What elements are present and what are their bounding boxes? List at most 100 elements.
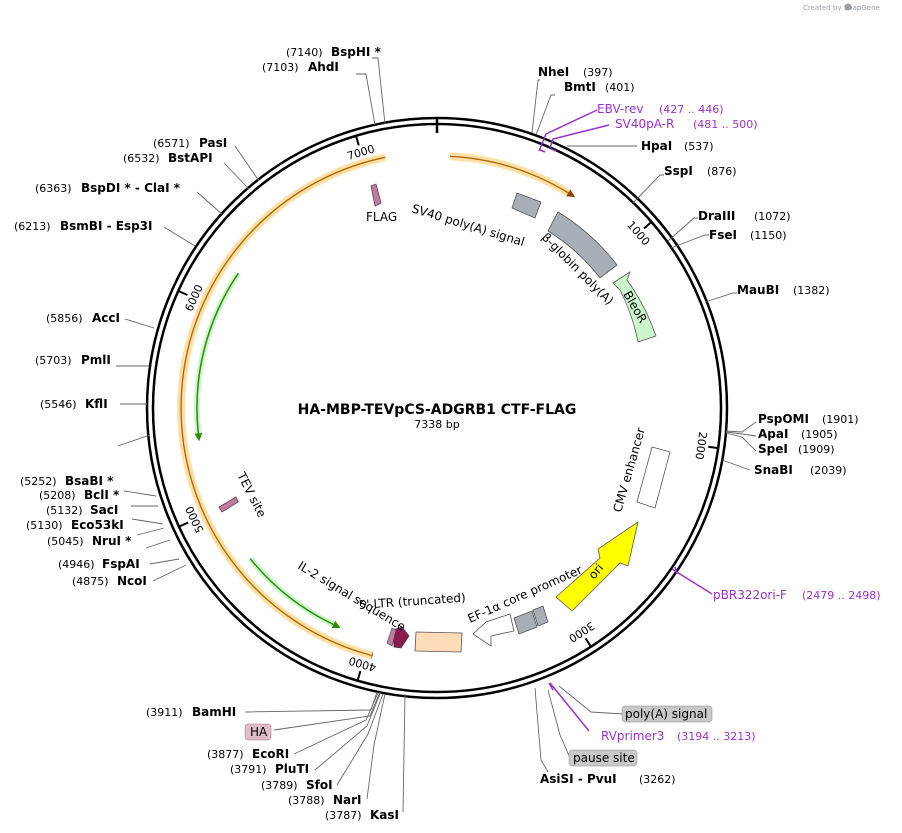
tick-label: 1000	[624, 219, 652, 249]
enzyme-pos: (2039)	[810, 464, 847, 477]
primer-name: RVprimer3	[601, 729, 664, 743]
enzyme-pos: (3877)	[207, 748, 244, 761]
primer-range: (427 .. 446)	[659, 103, 724, 116]
feature-ori	[555, 521, 639, 612]
enzyme-name: PmlI	[81, 353, 111, 367]
enzyme-pos: (4875)	[72, 575, 109, 588]
feature-bleor	[612, 271, 657, 343]
enzyme-name: SacI	[90, 503, 118, 517]
enzyme-name: AhdI	[308, 60, 339, 74]
snapgene-logo-icon	[844, 3, 852, 11]
enzyme-name: BstAPI	[168, 151, 213, 165]
primer-range: (3194 .. 3213)	[677, 730, 756, 743]
enzyme-name: BsaBI *	[65, 474, 114, 488]
enzyme-pos: (1909)	[798, 443, 835, 456]
orf-green-bottom	[247, 556, 341, 629]
enzyme-pos: (397)	[583, 66, 613, 79]
primer-name: SV40pA-R	[615, 117, 674, 131]
enzyme-name: PluTI	[275, 762, 309, 776]
enzyme-name: SnaBI	[754, 463, 793, 477]
enzyme-pos: (537)	[684, 140, 714, 153]
enzyme-name: SfoI	[306, 778, 333, 792]
enzyme-name: AsiSI - PvuI	[540, 772, 617, 786]
enzyme-name: AccI	[92, 311, 120, 325]
feature-tev-site	[218, 496, 239, 513]
enzyme-name: FseI	[709, 228, 737, 242]
enzyme-name: NheI	[538, 65, 569, 79]
feature-label-tev-site: TEV site	[234, 469, 269, 520]
enzyme-pos: (3262)	[639, 773, 676, 786]
feature-flag	[370, 183, 382, 207]
feature-5ltr	[414, 631, 463, 653]
box-label-poly-a-signal: poly(A) signal	[621, 705, 713, 723]
enzyme-pos: (5703)	[35, 354, 72, 367]
enzyme-pos: (7103)	[262, 61, 299, 74]
tick-mark	[178, 521, 189, 528]
enzyme-name: BspDI * - ClaI *	[81, 181, 181, 195]
feature-label-bleor: BleoR	[620, 289, 649, 326]
enzyme-pos: (3791)	[230, 763, 267, 776]
tick-label: 2000	[692, 431, 709, 461]
enzyme-pos: (5045)	[47, 535, 84, 548]
enzyme-pos: (1150)	[750, 229, 787, 242]
tick-mark	[708, 445, 719, 450]
enzyme-pos: (6571)	[153, 137, 190, 150]
svg-text:pause site: pause site	[573, 751, 635, 765]
svg-text:HA: HA	[250, 725, 268, 739]
leader-lines	[116, 57, 757, 813]
svg-text:poly(A) signal: poly(A) signal	[625, 707, 707, 721]
enzyme-pos: (5546)	[40, 398, 77, 411]
enzyme-pos: (3788)	[288, 794, 325, 807]
enzyme-name: DraIII	[698, 209, 735, 223]
primer-range: (481 .. 500)	[693, 118, 758, 131]
feature-cmv-enhancer	[636, 446, 671, 509]
orf-outer-head	[370, 650, 373, 661]
feature-beta-globin-polya	[547, 211, 618, 279]
enzyme-name: KasI	[370, 808, 399, 822]
enzyme-pos: (6363)	[35, 182, 72, 195]
feature-ef1a-promoter	[472, 613, 515, 647]
enzyme-pos: (5132)	[46, 504, 83, 517]
enzyme-pos: (1905)	[801, 428, 838, 441]
tick-mark	[643, 221, 653, 230]
enzyme-name: Eco53kI	[71, 518, 124, 532]
enzyme-name: ApaI	[758, 427, 788, 441]
feature-label-flag: FLAG	[366, 210, 397, 224]
box-label-ha: HA	[244, 723, 272, 741]
enzyme-pos: (4946)	[58, 558, 95, 571]
feature-poly-a-pause	[513, 605, 549, 635]
tick-mark	[354, 135, 360, 146]
tick-mark	[177, 289, 188, 296]
enzyme-name: BsmBI - Esp3I	[60, 219, 152, 233]
enzyme-name: NcoI	[117, 574, 147, 588]
enzyme-pos: (3789)	[261, 779, 298, 792]
plasmid-length: 7338 bp	[414, 418, 459, 431]
primer-name: EBV-rev	[597, 102, 643, 116]
enzyme-name: NarI	[333, 793, 362, 807]
enzyme-pos: (5252)	[20, 475, 57, 488]
enzyme-labels: (7140) BspHI * (7103) AhdI NheI (397) Bm…	[14, 45, 859, 822]
enzyme-name: SspI	[664, 164, 693, 178]
enzyme-pos: (6213)	[14, 220, 51, 233]
enzyme-pos: (1072)	[754, 210, 791, 223]
watermark: Created by SnapGene	[803, 4, 880, 12]
enzyme-pos: (401)	[605, 81, 635, 94]
feature-label-sv40-polya: SV40 poly(A) signal	[410, 201, 526, 249]
enzyme-name: BmtI	[564, 80, 596, 94]
enzyme-name: EcoRI	[252, 747, 289, 761]
enzyme-pos: (7140)	[286, 46, 323, 59]
enzyme-name: BspHI *	[331, 45, 382, 59]
tick-mark	[584, 637, 592, 648]
tick-mark	[356, 670, 362, 681]
enzyme-name: PasI	[199, 136, 227, 150]
orf-green-left	[193, 271, 241, 442]
enzyme-name: SpeI	[758, 442, 788, 456]
feature-il2-signal	[386, 626, 410, 649]
enzyme-name: FspAI	[102, 557, 140, 571]
enzyme-name: HpaI	[641, 139, 672, 153]
tick-label: 3000	[566, 619, 597, 645]
enzyme-name: KflI	[85, 397, 108, 411]
enzyme-pos: (1901)	[822, 413, 859, 426]
enzyme-pos: (3787)	[325, 809, 362, 822]
